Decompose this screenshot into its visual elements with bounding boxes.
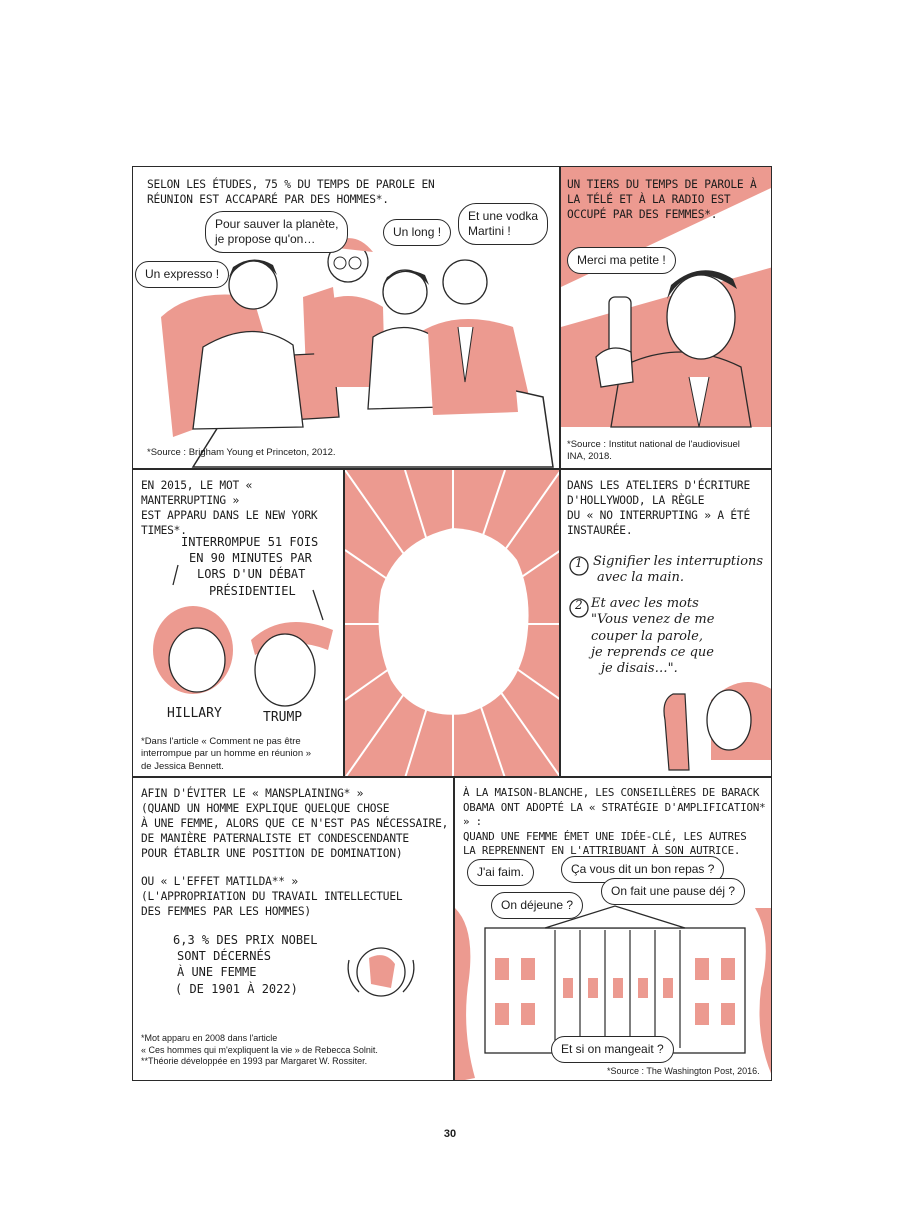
label-hillary: HILLARY xyxy=(167,706,222,721)
hollywood-illustration xyxy=(569,556,771,771)
bubble-mangeait: Et si on mangeait ? xyxy=(551,1036,674,1063)
bubble-dejeune: On déjeune ? xyxy=(491,892,584,919)
panel-mansplaining-caption-a: AFIN D'ÉVITER LE « MANSPLAINING* » (QUAN… xyxy=(141,787,449,861)
bubble-pause: On fait une pause déj ? xyxy=(601,878,746,905)
rule-1-number: 1 xyxy=(575,556,583,570)
panel-meeting: SELON LES ÉTUDES, 75 % DU TEMPS DE PAROL… xyxy=(132,166,560,469)
panel-mansplaining: AFIN D'ÉVITER LE « MANSPLAINING* » (QUAN… xyxy=(132,777,454,1081)
panel-white-house-caption: À LA MAISON-BLANCHE, LES CONSEILLÈRES DE… xyxy=(463,786,766,858)
bubble-expresso: Un expresso ! xyxy=(135,261,230,288)
panel-hollywood-caption: DANS LES ATELIERS D'ÉCRITURE D'HOLLYWOOD… xyxy=(567,479,750,538)
panel-mansplaining-caption-b: OU « L'EFFET MATILDA** » (L'APPROPRIATIO… xyxy=(141,875,403,919)
panel-tv-caption: UN TIERS DU TEMPS DE PAROLE À LA TÉLÉ ET… xyxy=(567,178,757,222)
panel-manterrupting-caption: EN 2015, LE MOT « MANTERRUPTING » EST AP… xyxy=(141,479,318,538)
rule-1-text: Signifier les interruptions avec la main… xyxy=(593,554,764,585)
panel-tv: UN TIERS DU TEMPS DE PAROLE À LA TÉLÉ ET… xyxy=(560,166,772,469)
panel-meeting-source: *Source : Brigham Young et Princeton, 20… xyxy=(147,447,336,458)
burst-illustration xyxy=(345,470,559,776)
panel-manterrupting: EN 2015, LE MOT « MANTERRUPTING » EST AP… xyxy=(132,469,344,777)
bubble-faim: J'ai faim. xyxy=(467,859,534,886)
panel-hollywood: DANS LES ATELIERS D'ÉCRITURE D'HOLLYWOOD… xyxy=(560,469,772,777)
panel-manterrupting-source: *Dans l'article « Comment ne pas être in… xyxy=(141,736,312,772)
page-number: 30 xyxy=(443,1128,457,1140)
bubble-planete: Pour sauver la planète, je propose qu'on… xyxy=(205,211,349,253)
nobel-stat: 6,3 % DES PRIX NOBEL SONT DÉCERNÉS À UNE… xyxy=(173,933,318,996)
panel-white-house-source: *Source : The Washington Post, 2016. xyxy=(607,1066,760,1076)
interruption-note: INTERROMPUE 51 FOIS EN 90 MINUTES PAR LO… xyxy=(181,535,319,598)
bubble-long: Un long ! xyxy=(383,219,452,246)
debate-illustration xyxy=(153,564,333,707)
panel-meeting-caption: SELON LES ÉTUDES, 75 % DU TEMPS DE PAROL… xyxy=(147,178,435,207)
rule-2-text: Et avec les mots "Vous venez de me coupe… xyxy=(591,596,715,676)
rule-2-number: 2 xyxy=(575,598,583,612)
panel-white-house: À LA MAISON-BLANCHE, LES CONSEILLÈRES DE… xyxy=(454,777,772,1081)
panel-center-title xyxy=(344,469,560,777)
label-trump: TRUMP xyxy=(263,710,303,725)
white-house-illustration xyxy=(455,905,771,1080)
bubble-merci: Merci ma petite ! xyxy=(567,247,676,274)
panel-tv-source: *Source : Institut national de l'audiovi… xyxy=(567,439,740,463)
bubble-vodka: Et une vodka Martini ! xyxy=(458,203,549,245)
panel-mansplaining-source: *Mot apparu en 2008 dans l'article « Ces… xyxy=(141,1033,378,1067)
nobel-medal-illustration xyxy=(347,947,415,997)
